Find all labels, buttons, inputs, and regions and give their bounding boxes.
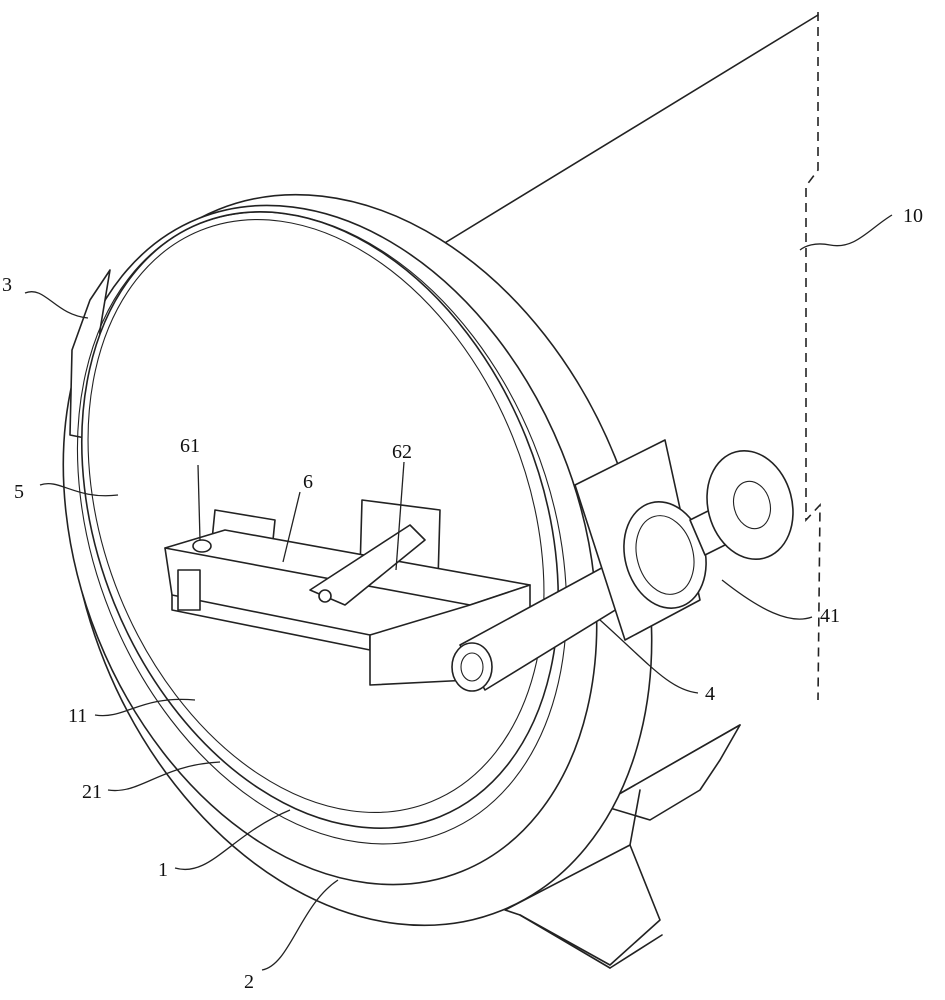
label-11: 11 [68, 705, 87, 727]
label-41: 41 [820, 605, 840, 627]
label-61: 61 [180, 435, 200, 457]
hinge-arm [164, 524, 531, 686]
shaft [451, 439, 794, 692]
label-21: 21 [82, 781, 102, 803]
label-2: 2 [244, 971, 254, 993]
label-10: 10 [903, 205, 923, 227]
reference-numerals: 3 5 61 6 62 10 41 4 11 21 1 2 [2, 205, 923, 993]
label-6: 6 [303, 471, 313, 493]
leader-lines [24, 214, 893, 971]
label-1: 1 [158, 859, 168, 881]
label-4: 4 [705, 683, 715, 705]
label-3: 3 [2, 274, 12, 296]
label-62: 62 [392, 441, 412, 463]
label-5: 5 [14, 481, 24, 503]
